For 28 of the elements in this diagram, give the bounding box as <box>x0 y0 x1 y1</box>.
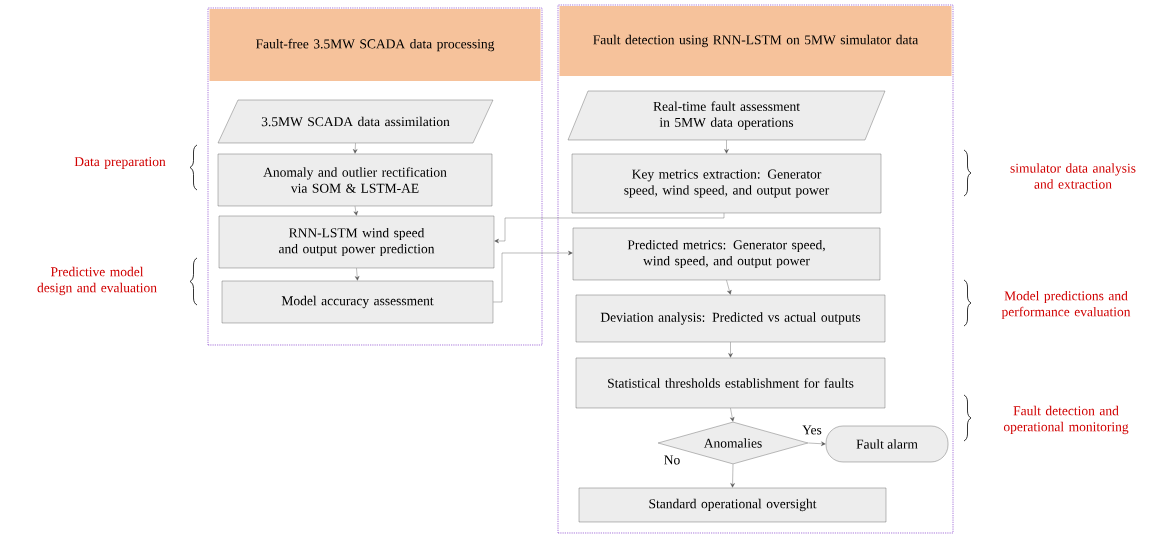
section-label: Predictive model design and evaluation <box>37 266 157 296</box>
process-box: Standard operational oversight <box>578 487 887 523</box>
section-label: Data preparation <box>74 157 166 169</box>
process-box: Deviation analysis: Predicted vs actual outputs <box>575 294 886 343</box>
arrow <box>724 140 729 154</box>
arrow <box>353 206 358 216</box>
arrow <box>808 441 826 446</box>
process-box: Predicted metrics: Generator speed, wind speed, and output power <box>572 227 881 281</box>
process-box: Statistical thresholds establishment for faults <box>575 357 886 409</box>
process-box: Anomaly and outlier rectification via SOM & LSTM-AE <box>217 153 493 207</box>
arrow <box>354 268 360 281</box>
process-box: RNN-LSTM wind speed and output power prediction <box>218 215 495 269</box>
data-parallelogram: Real-time fault assessment in 5MW data operations <box>567 90 886 141</box>
section-label: simulator data analysis and extraction <box>1010 163 1136 189</box>
process-box: Model accuracy assessment <box>221 280 494 324</box>
arrow <box>730 408 735 422</box>
arrow <box>728 342 733 358</box>
terminal-box: Fault alarm <box>825 425 949 463</box>
arrow <box>353 143 358 154</box>
edge-label: No <box>664 455 680 465</box>
arrow <box>726 280 732 295</box>
arrow <box>493 250 573 303</box>
arrow <box>494 213 725 244</box>
data-parallelogram: 3.5MW SCADA data assimilation <box>217 99 494 144</box>
section-label: Model predictions and performance evaluation <box>1001 290 1131 320</box>
process-box: Key metrics extraction: Generator speed, wind speed, and output power <box>571 153 882 214</box>
arrow <box>730 464 735 488</box>
section-label: Fault detection and operational monitoring <box>1003 405 1129 435</box>
